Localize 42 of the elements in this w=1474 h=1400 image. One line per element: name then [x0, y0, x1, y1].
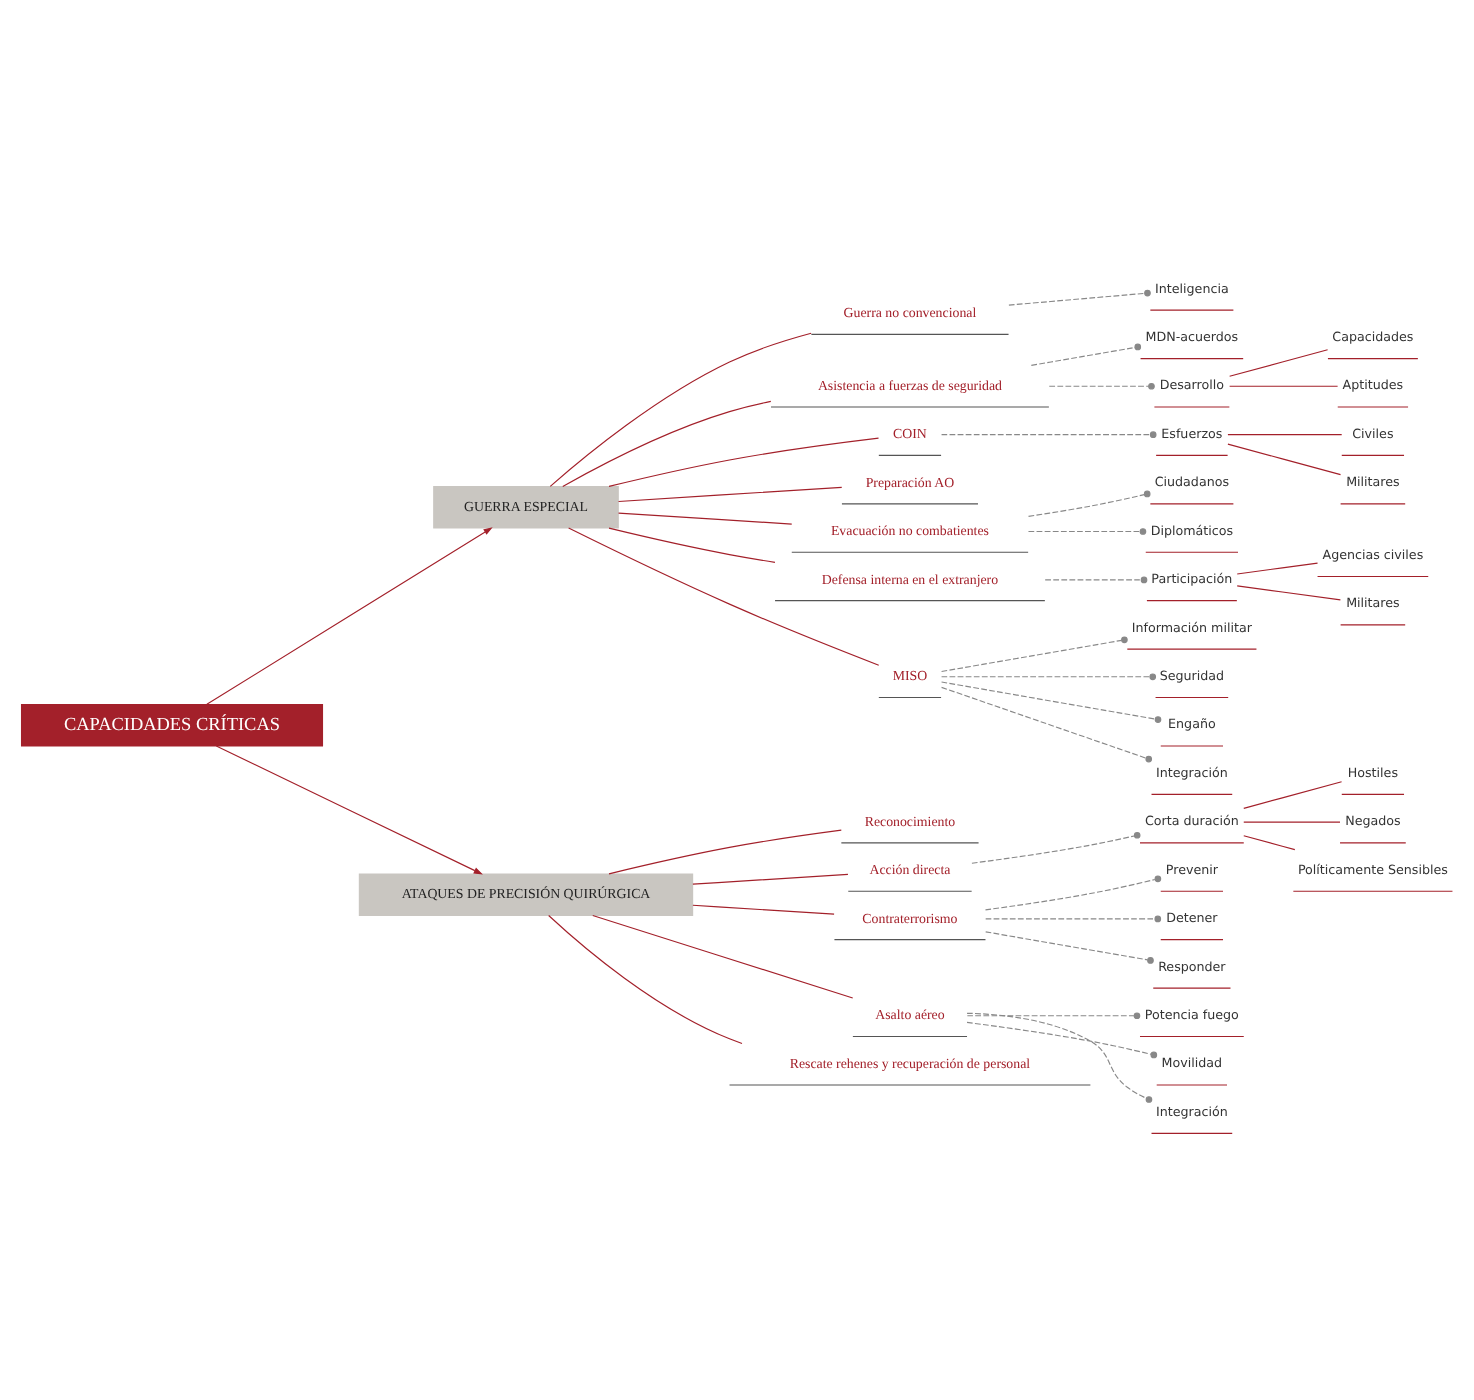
connector: [1229, 384, 1339, 386]
connector: [971, 830, 1141, 863]
connector: [1243, 780, 1343, 808]
connector: [568, 526, 880, 665]
connector: [592, 913, 854, 998]
connector: [608, 436, 880, 486]
connector: [548, 913, 743, 1043]
connector: [941, 680, 1162, 722]
connector: [941, 685, 1153, 762]
connector: [984, 874, 1162, 910]
connector: [966, 1011, 1153, 1102]
connector: [692, 903, 835, 914]
connector: [1229, 348, 1329, 376]
connector: [1008, 288, 1151, 305]
connector: [562, 399, 772, 486]
connector: [618, 511, 793, 524]
connector: [985, 930, 1154, 963]
connector: [1227, 442, 1342, 475]
connector: [1030, 342, 1142, 365]
connector: [692, 872, 849, 884]
connector: [985, 914, 1162, 922]
connector: [1027, 527, 1147, 534]
connector: [941, 430, 1157, 437]
connector: [1243, 820, 1341, 822]
connector: [618, 485, 843, 502]
arrow: [206, 526, 493, 704]
connector: [1236, 584, 1341, 600]
node-box: CAPACIDADES CRÍTICAS: [20, 702, 324, 746]
connector: [1044, 575, 1148, 583]
arrow: [215, 744, 483, 874]
connector: [941, 635, 1128, 672]
connector: [549, 331, 812, 486]
connector: [1236, 561, 1319, 574]
connector: [1048, 381, 1155, 389]
connector: [608, 526, 776, 562]
connector: [608, 828, 842, 874]
connector: [966, 1011, 1141, 1019]
connector: [941, 672, 1157, 680]
connector: [966, 1020, 1158, 1058]
connector: [1027, 489, 1151, 516]
connector: [1243, 834, 1296, 850]
connector: [1227, 433, 1343, 435]
